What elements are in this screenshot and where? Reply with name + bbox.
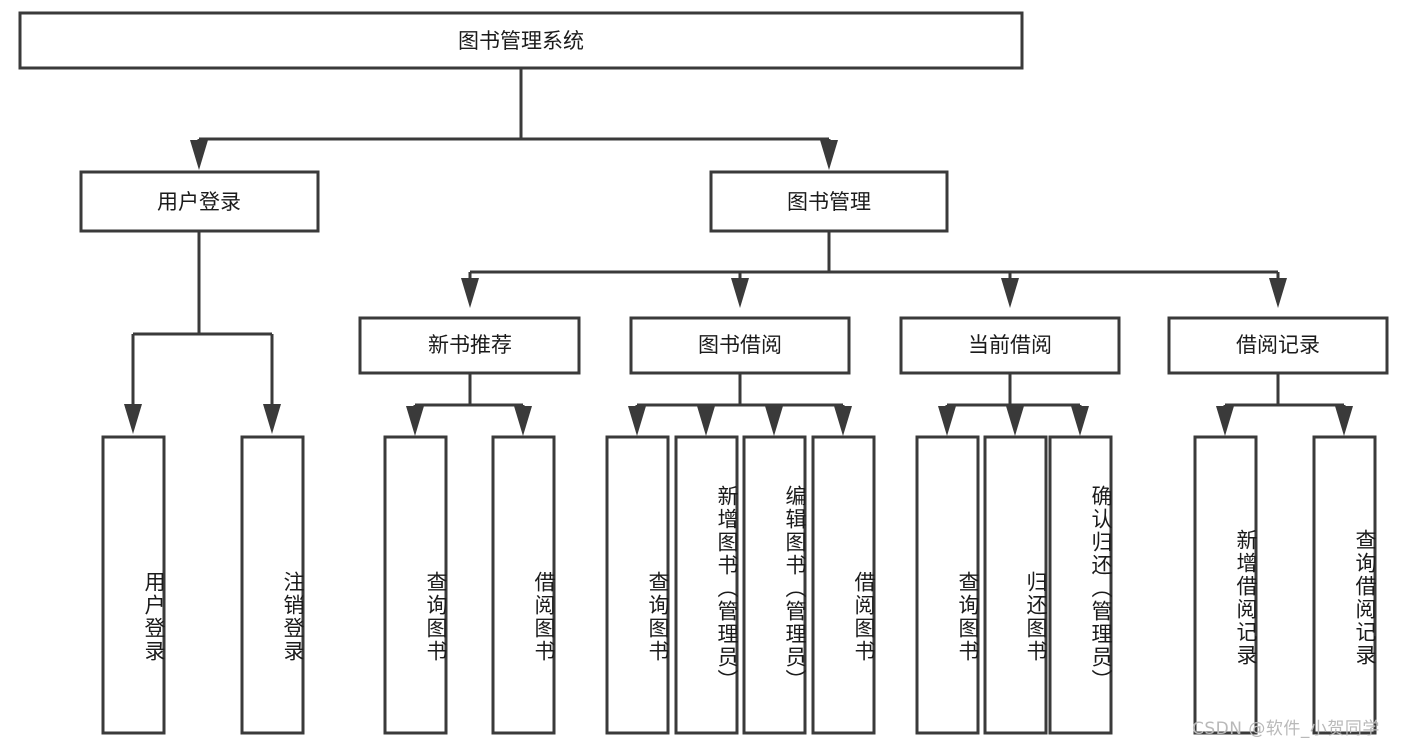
leaf-box-add-record[interactable]	[1193, 435, 1258, 735]
leaf-box-return-book[interactable]	[983, 435, 1048, 735]
connector-newbook-to-leaves	[406, 373, 532, 436]
connector-currentborrow-to-leaves	[938, 373, 1089, 436]
node-borrow-record-label: 借阅记录	[1236, 333, 1320, 357]
node-book-management-label: 图书管理	[787, 190, 871, 214]
node-root[interactable]: 图书管理系统	[18, 11, 1024, 70]
connector-userlogin-to-leaves	[124, 231, 281, 434]
csdn-watermark: CSDN @软件_小贺同学	[1192, 719, 1380, 739]
leaf-box-borrow-book-2[interactable]	[811, 435, 876, 735]
leaf-box-query-book-3[interactable]	[915, 435, 980, 735]
leaf-box-query-book-2[interactable]	[605, 435, 670, 735]
leaf-box-confirm-return[interactable]	[1048, 435, 1113, 735]
leaf-box-add-book[interactable]	[674, 435, 739, 735]
node-new-book-recommend-label: 新书推荐	[428, 333, 512, 357]
leaf-box-query-record[interactable]	[1312, 435, 1377, 735]
node-borrow-record[interactable]: 借阅记录	[1167, 316, 1389, 375]
connector-root-to-level2	[190, 68, 838, 170]
leaf-box-borrow-book-1[interactable]	[491, 435, 556, 735]
leaf-boxes	[101, 435, 1377, 735]
node-book-borrow-label: 图书借阅	[698, 333, 782, 357]
connector-bookborrow-to-leaves	[628, 373, 852, 436]
leaf-box-user-login[interactable]	[101, 435, 166, 735]
node-user-login-label: 用户登录	[157, 190, 241, 214]
leaf-box-edit-book[interactable]	[742, 435, 807, 735]
node-current-borrow[interactable]: 当前借阅	[899, 316, 1121, 375]
connector-borrowrecord-to-leaves	[1216, 373, 1353, 436]
leaf-box-logout[interactable]	[240, 435, 305, 735]
node-book-borrow[interactable]: 图书借阅	[629, 316, 851, 375]
connector-bookmgmt-to-level3	[461, 231, 1287, 308]
node-new-book-recommend[interactable]: 新书推荐	[358, 316, 581, 375]
node-user-login[interactable]: 用户登录	[79, 170, 320, 233]
node-current-borrow-label: 当前借阅	[968, 333, 1052, 357]
node-root-label: 图书管理系统	[458, 29, 584, 53]
node-book-management[interactable]: 图书管理	[709, 170, 949, 233]
leaf-box-query-book-1[interactable]	[383, 435, 448, 735]
